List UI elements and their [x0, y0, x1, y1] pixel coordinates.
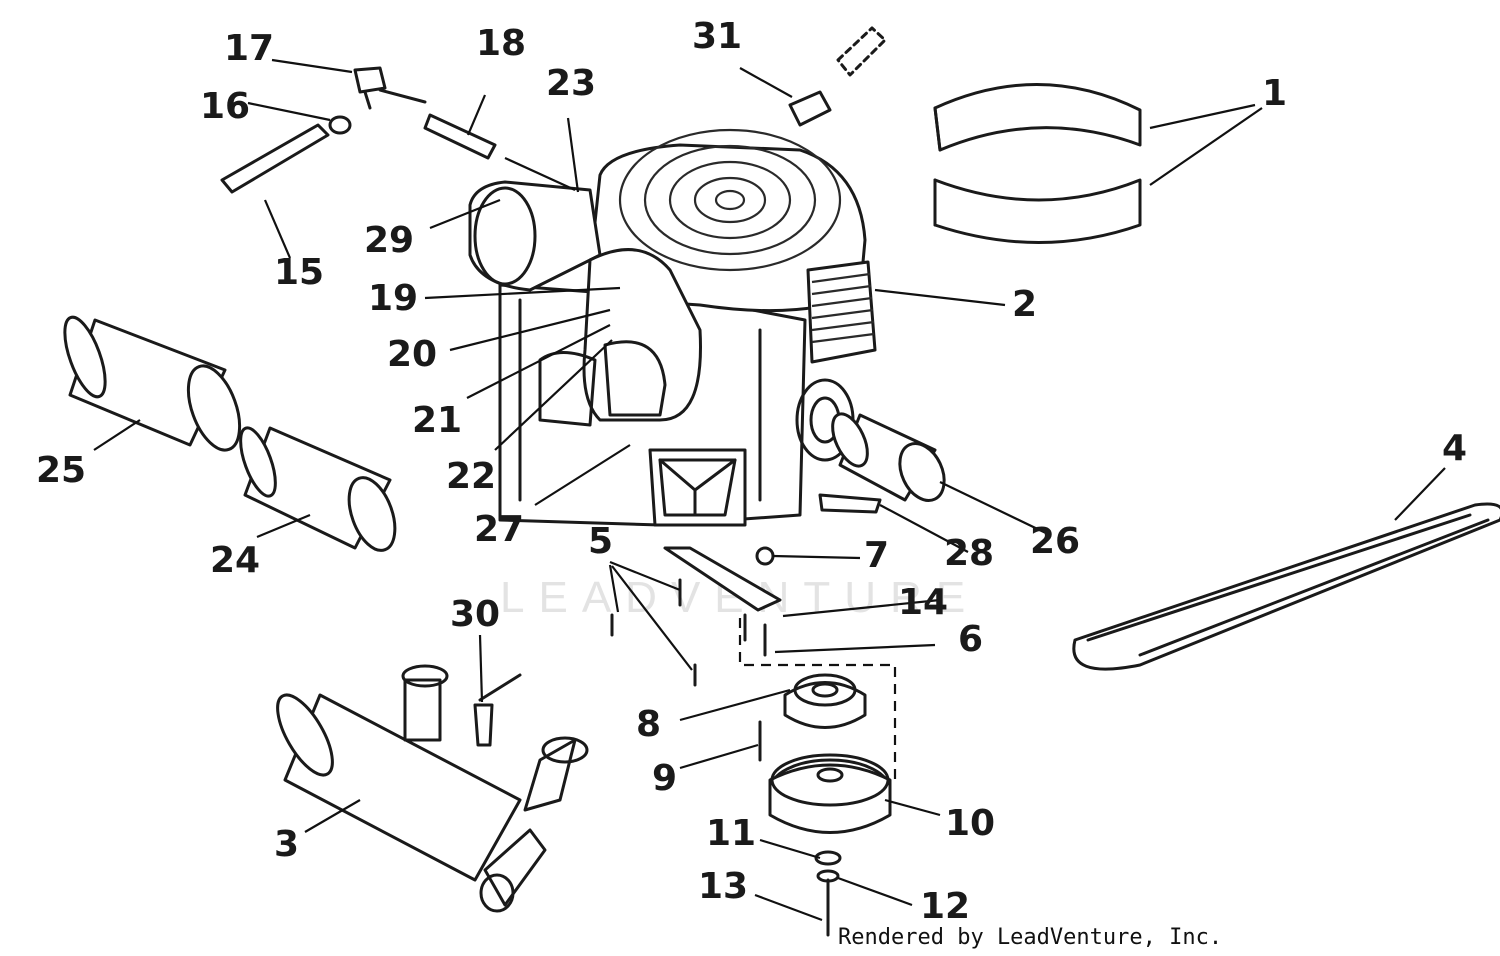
- callout-6: 6: [958, 619, 983, 660]
- callout-18: 18: [476, 23, 526, 64]
- part-4-belt: [1072, 502, 1500, 671]
- part-24-cylinder: [239, 426, 397, 552]
- callout-16: 16: [200, 86, 250, 127]
- callout-labels: 1 2 3 4 5 6 7 8 9 10 11 12 13 14 15 16 1…: [36, 16, 1467, 927]
- callout-7: 7: [864, 535, 889, 576]
- credit-text: Rendered by LeadVenture, Inc.: [838, 925, 1222, 950]
- callout-19: 19: [368, 278, 418, 319]
- part-26-oil-filter: [831, 412, 946, 502]
- leader-lines: [93, 58, 1446, 922]
- callout-30: 30: [450, 594, 500, 635]
- callout-24: 24: [210, 540, 260, 581]
- callout-31: 31: [692, 16, 742, 57]
- callout-28: 28: [944, 533, 994, 574]
- engine-assembly: [468, 128, 877, 527]
- callout-2: 2: [1012, 284, 1037, 325]
- callout-5: 5: [588, 521, 613, 562]
- callout-20: 20: [387, 334, 437, 375]
- callout-11: 11: [706, 813, 756, 854]
- callout-27: 27: [474, 509, 524, 550]
- callout-15: 15: [274, 252, 324, 293]
- part-25-cylinder: [63, 315, 242, 452]
- part-3-muffler: [276, 664, 589, 913]
- part-8-pulley: [783, 673, 867, 729]
- callout-9: 9: [652, 758, 677, 799]
- callout-13: 13: [698, 866, 748, 907]
- part-10-clutch: [768, 753, 892, 834]
- callout-21: 21: [412, 400, 462, 441]
- callout-22: 22: [446, 456, 496, 497]
- callout-4: 4: [1442, 428, 1467, 469]
- callout-17: 17: [224, 28, 274, 69]
- callout-26: 26: [1030, 521, 1080, 562]
- callout-12: 12: [920, 886, 970, 927]
- callout-25: 25: [36, 450, 86, 491]
- callout-1: 1: [1262, 73, 1287, 114]
- callout-10: 10: [945, 803, 995, 844]
- callout-3: 3: [274, 824, 299, 865]
- callout-8: 8: [636, 704, 661, 745]
- callout-23: 23: [546, 63, 596, 104]
- small-hardware: [220, 26, 887, 937]
- assembly-dashed-line: [738, 618, 897, 780]
- callout-29: 29: [364, 220, 414, 261]
- callout-14: 14: [898, 582, 948, 623]
- part-1-half-rings: [933, 83, 1142, 244]
